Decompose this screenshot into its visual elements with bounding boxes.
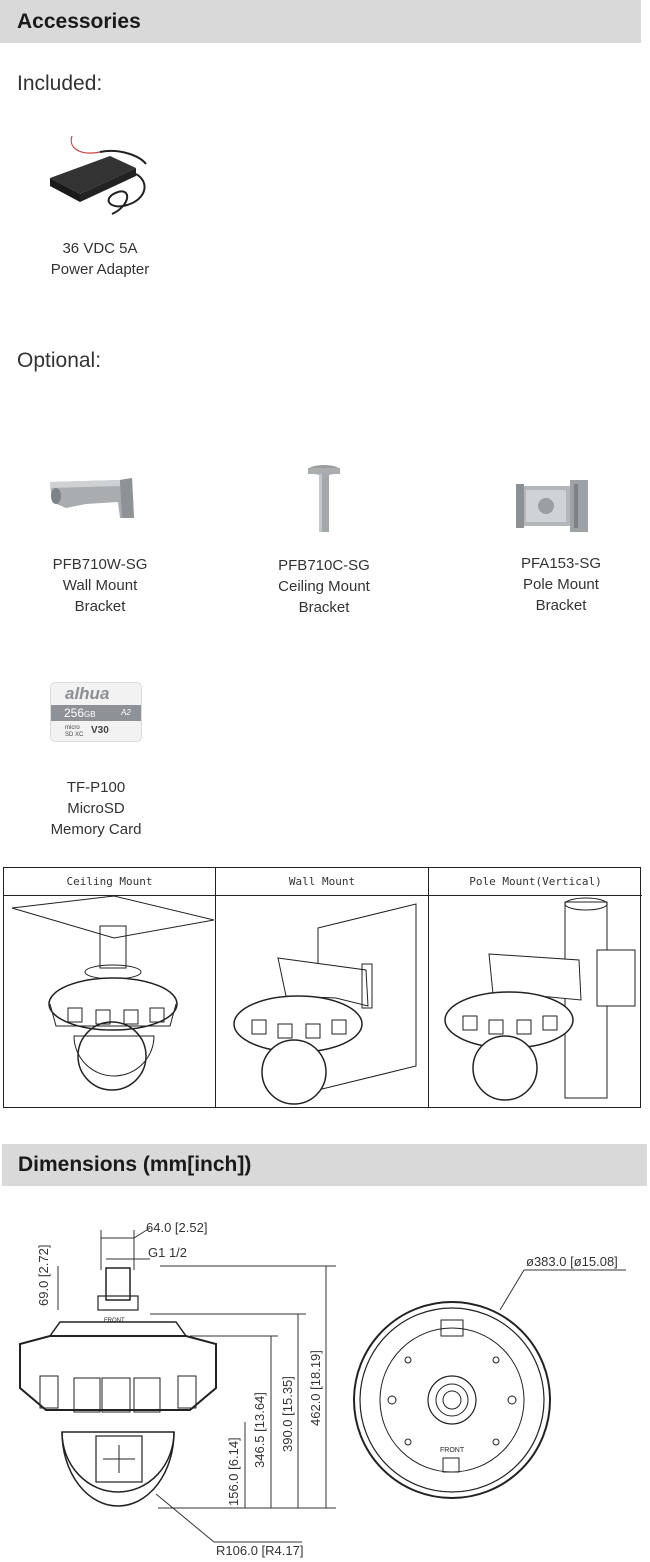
pole-mount-bracket-image xyxy=(516,480,588,532)
dim-thread: G1 1/2 xyxy=(148,1245,187,1260)
optional-item-line: Bracket xyxy=(298,599,350,616)
dim-top-height: 69.0 [2.72] xyxy=(36,1245,51,1306)
dim-front-label-side: FRONT xyxy=(104,1318,125,1324)
dimensions-header: Dimensions (mm[inch]) xyxy=(2,1144,647,1186)
optional-item-line: Bracket xyxy=(535,597,587,614)
mount-column-wall: Wall Mount xyxy=(216,868,429,1107)
mount-column-pole: Pole Mount(Vertical) xyxy=(429,868,642,1107)
sd-card-brand: alhua xyxy=(65,684,110,703)
dim-front-label-top: FRONT xyxy=(440,1447,465,1454)
sd-card-band xyxy=(51,705,141,721)
wall-mount-bracket-image xyxy=(50,478,134,518)
sd-card-capacity-value: 256 xyxy=(64,706,85,720)
pole-mount-drawing xyxy=(444,897,636,1101)
mount-column-header: Pole Mount(Vertical) xyxy=(429,868,642,896)
optional-item-line: Bracket xyxy=(74,598,126,615)
optional-item-line: PFB710C-SG xyxy=(278,557,370,574)
optional-item-line: Wall Mount xyxy=(62,577,138,594)
dimensions-title: Dimensions (mm[inch]) xyxy=(18,1153,252,1176)
mounting-table: Ceiling Mount Wall Mount xyxy=(3,867,642,1108)
optional-item-line: Ceiling Mount xyxy=(278,578,370,595)
optional-item-line: MicroSD xyxy=(67,800,125,817)
included-item-line: 36 VDC 5A xyxy=(62,240,138,257)
dim-diameter: ø383.0 [ø15.08] xyxy=(526,1254,618,1269)
included-label: Included: xyxy=(17,72,103,95)
included-item-0: 36 VDC 5A Power Adapter xyxy=(30,238,170,280)
optional-item-1: PFB710C-SG Ceiling Mount Bracket xyxy=(254,555,394,618)
optional-label: Optional: xyxy=(17,349,102,372)
power-adapter-image xyxy=(50,135,147,215)
mount-column-ceiling: Ceiling Mount xyxy=(4,868,216,1107)
ceiling-mount-drawing xyxy=(11,895,215,1091)
optional-item-line: TF-P100 xyxy=(66,779,126,796)
optional-item-line: PFB710W-SG xyxy=(52,556,148,573)
accessories-title: Accessories xyxy=(17,9,141,33)
microsd-card-image: alhua 256GB A2 micro SD XC V30 xyxy=(50,682,142,742)
sd-card-capacity-unit: GB xyxy=(84,710,96,719)
optional-item-line: Pole Mount xyxy=(523,576,599,593)
optional-item-line: PFA153-SG xyxy=(520,555,602,572)
dim-radius: R106.0 [R4.17] xyxy=(216,1543,303,1558)
included-item-line: Power Adapter xyxy=(50,261,150,278)
sd-card-speed: V30 xyxy=(91,725,109,736)
dim-h-346: 346.5 [13.64] xyxy=(252,1392,267,1468)
wall-mount-drawing xyxy=(233,903,417,1105)
dim-h-156: 156.0 [6.14] xyxy=(226,1437,241,1506)
ceiling-mount-bracket-image xyxy=(308,465,340,532)
mount-column-header: Wall Mount xyxy=(216,868,428,896)
sd-card-class: A2 xyxy=(121,708,131,717)
sd-card-capacity: 256GB xyxy=(64,706,96,720)
dimension-drawing: 64.0 [2.52] G1 1/2 FRONT 69.0 [2.72] 462… xyxy=(19,1220,626,1558)
optional-item-0: PFB710W-SG Wall Mount Bracket xyxy=(30,554,170,617)
dim-h-462: 462.0 [18.19] xyxy=(308,1350,323,1426)
sd-card-type: micro SD XC xyxy=(65,725,84,738)
optional-item-2: PFA153-SG Pole Mount Bracket xyxy=(491,553,631,616)
mount-column-header: Ceiling Mount xyxy=(4,868,215,896)
dim-h-390: 390.0 [15.35] xyxy=(280,1376,295,1452)
accessories-header: Accessories xyxy=(0,0,641,43)
optional-item-3: TF-P100 MicroSD Memory Card xyxy=(26,777,166,840)
dim-top-width: 64.0 [2.52] xyxy=(146,1220,207,1235)
optional-item-line: Memory Card xyxy=(50,821,142,838)
